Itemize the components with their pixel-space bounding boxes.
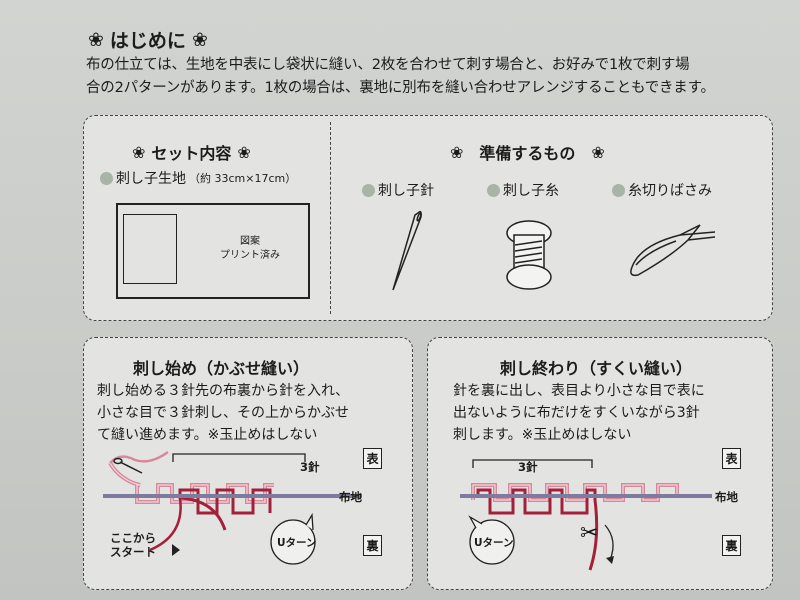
item-label: 刺し子糸 bbox=[503, 183, 559, 199]
materials-box bbox=[83, 115, 773, 321]
prepare-item: 刺し子針 bbox=[362, 180, 434, 200]
front-side-label: 表 bbox=[363, 448, 382, 469]
thread-skein-icon bbox=[506, 220, 552, 290]
span-bracket bbox=[172, 453, 306, 462]
start-stitch-diagram bbox=[103, 450, 362, 565]
start-here-line: ここから bbox=[110, 531, 156, 545]
desc-line: 針を裏に出し、表目より小さな目で表に bbox=[453, 383, 705, 399]
needle-icon bbox=[113, 457, 143, 474]
flower-ornament-icon: ❀ bbox=[237, 142, 251, 162]
bullet-icon bbox=[612, 183, 625, 197]
scissors-icon: ✂ bbox=[580, 521, 598, 546]
item-size: （約 33cm×17cm） bbox=[189, 172, 297, 185]
fabric-item: 刺し子生地 （約 33cm×17cm） bbox=[100, 168, 296, 188]
start-here-label: ここから スタート bbox=[110, 531, 156, 559]
intro-title-text: はじめに bbox=[109, 30, 186, 52]
stitch-count-label: 3針 bbox=[518, 460, 538, 474]
intro-title: ❀ はじめに ❀ bbox=[88, 26, 208, 53]
flower-ornament-icon: ❀ bbox=[591, 142, 605, 162]
red-thread bbox=[476, 488, 599, 571]
fabric-illustration: 図案 プリント済み bbox=[116, 203, 310, 299]
arrow-icon bbox=[604, 524, 614, 561]
item-label: 刺し子針 bbox=[378, 183, 434, 199]
fabric-label: 布地 bbox=[715, 490, 738, 504]
tools-illustration bbox=[392, 210, 716, 291]
bullet-icon bbox=[100, 171, 113, 185]
intro-text: 布の仕立ては、生地を中表にし袋状に縫い、2枚を合わせて刺す場合と、お好みで1枚で… bbox=[86, 54, 786, 100]
intro-line: 合の2パターンがあります。1枚の場合は、裏地に別布を縫い合わせアレンジすることも… bbox=[86, 80, 715, 96]
span-bracket bbox=[472, 459, 593, 468]
back-side-label: 裏 bbox=[722, 535, 741, 556]
prepare-item: 糸切りばさみ bbox=[612, 180, 712, 200]
item-label: 刺し子生地 bbox=[116, 171, 186, 187]
print-note: 図案 プリント済み bbox=[210, 235, 290, 263]
pink-thread-tail bbox=[109, 450, 169, 464]
prepare-item: 刺し子糸 bbox=[487, 180, 559, 200]
start-stitch-box bbox=[83, 337, 413, 590]
pattern-area bbox=[123, 214, 177, 284]
end-stitch-diagram: ✂ bbox=[460, 459, 712, 571]
item-label: 糸切りばさみ bbox=[628, 183, 712, 199]
print-note-line: プリント済み bbox=[220, 250, 280, 261]
bullet-icon bbox=[487, 183, 500, 197]
desc-line: 出ないように布だけをすくいながら3針 bbox=[453, 405, 700, 421]
prepare-heading: ❀ 準備するもの ❀ bbox=[450, 140, 605, 164]
fabric-label: 布地 bbox=[339, 490, 362, 504]
divider bbox=[330, 122, 331, 314]
heading-text: セット内容 bbox=[151, 144, 232, 163]
front-side-label: 表 bbox=[722, 448, 741, 469]
back-side-label: 裏 bbox=[363, 535, 382, 556]
start-here-line: スタート bbox=[110, 545, 156, 559]
flower-ornament-icon: ❀ bbox=[191, 28, 208, 51]
stitch-count-label: 3針 bbox=[300, 460, 320, 474]
start-description: 刺し始める３針先の布裏から針を入れ、 小さな目で３針刺し、その上からかぶせ て縫… bbox=[97, 380, 349, 446]
needle-icon bbox=[392, 210, 422, 291]
flower-ornament-icon: ❀ bbox=[132, 142, 146, 162]
thread-snips-icon bbox=[630, 224, 716, 277]
desc-line: て縫い進めます。※玉止めはしない bbox=[97, 427, 318, 443]
end-heading: 刺し終わり（すくい縫い） bbox=[500, 359, 693, 378]
uturn-label: Uターン bbox=[474, 537, 514, 549]
uturn-label: Uターン bbox=[277, 537, 317, 549]
desc-line: 刺し始める３針先の布裏から針を入れ、 bbox=[97, 383, 350, 399]
desc-line: 刺します。※玉止めはしない bbox=[453, 427, 632, 443]
heading-text: 準備するもの bbox=[479, 144, 576, 163]
start-heading: 刺し始め（かぶせ縫い） bbox=[133, 359, 310, 378]
intro-line: 布の仕立ては、生地を中表にし袋状に縫い、2枚を合わせて刺す場合と、お好みで1枚で… bbox=[86, 57, 690, 73]
end-description: 針を裏に出し、表目より小さな目で表に 出ないように布だけをすくいながら3針 刺し… bbox=[453, 380, 705, 446]
set-contents-heading: ❀ セット内容 ❀ bbox=[132, 140, 251, 164]
flower-ornament-icon: ❀ bbox=[450, 142, 464, 162]
bullet-icon bbox=[362, 183, 375, 197]
desc-line: 小さな目で３針刺し、その上からかぶせ bbox=[97, 405, 349, 421]
print-note-line: 図案 bbox=[240, 236, 260, 247]
arrow-icon bbox=[172, 544, 180, 556]
flower-ornament-icon: ❀ bbox=[88, 28, 104, 51]
speech-bubble-icon bbox=[270, 519, 316, 565]
speech-bubble-icon bbox=[469, 519, 515, 565]
